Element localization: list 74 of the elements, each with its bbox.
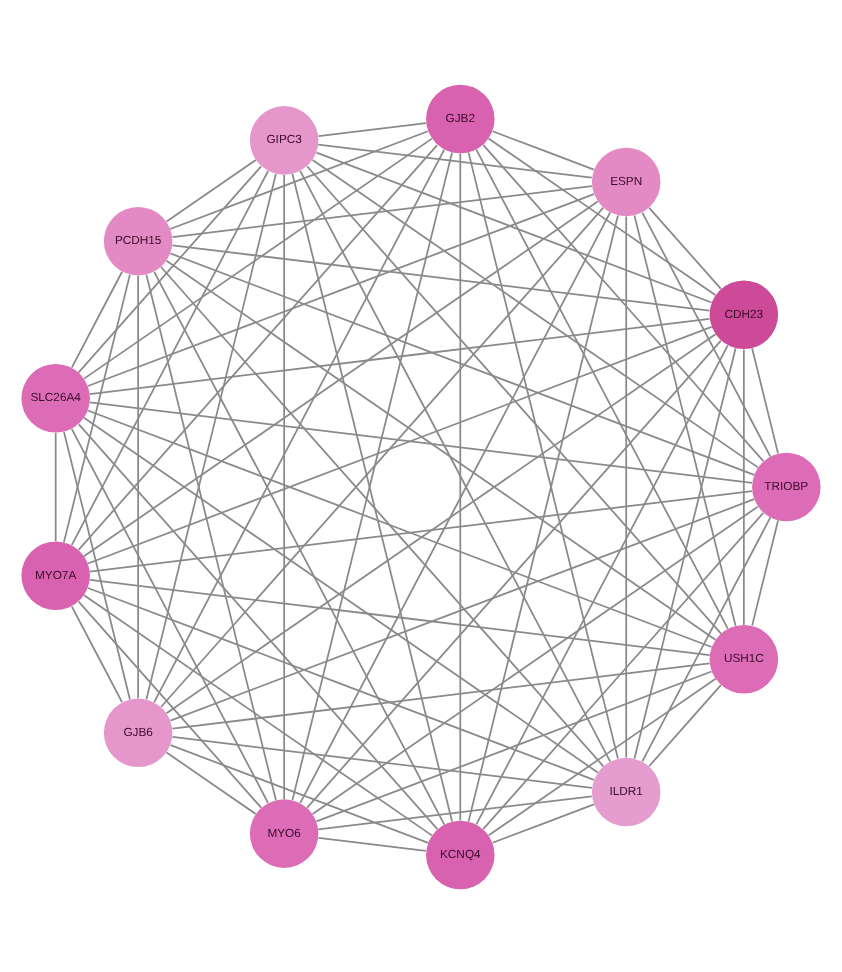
connector	[87, 192, 595, 386]
connector	[77, 164, 263, 373]
connector	[88, 317, 711, 395]
connector	[491, 129, 595, 170]
connector	[77, 422, 439, 830]
connector	[482, 511, 765, 830]
connector	[87, 325, 713, 564]
connector	[283, 173, 286, 800]
connector	[641, 210, 772, 457]
connector	[315, 150, 713, 303]
connector	[317, 142, 593, 178]
connector	[70, 604, 123, 703]
connector	[641, 515, 772, 762]
connector	[751, 518, 779, 626]
connector	[487, 676, 717, 836]
connector	[491, 802, 595, 843]
connector	[633, 346, 737, 759]
connector	[315, 669, 713, 822]
connector	[145, 172, 277, 700]
connector	[648, 205, 722, 289]
connector	[165, 750, 257, 814]
connector	[165, 332, 717, 714]
connector	[160, 205, 605, 707]
connector	[487, 136, 717, 295]
connector	[648, 683, 722, 767]
connector	[70, 426, 269, 803]
connector	[311, 504, 759, 814]
connector	[54, 430, 57, 541]
connector	[171, 661, 711, 729]
connector	[165, 158, 257, 222]
connector	[83, 593, 433, 836]
connector	[153, 147, 446, 703]
connector	[625, 214, 628, 758]
connector	[306, 338, 722, 808]
connector	[169, 251, 756, 475]
connector	[77, 143, 439, 550]
connector	[475, 147, 729, 629]
connector	[165, 258, 717, 640]
connector	[317, 794, 593, 830]
connector	[742, 347, 745, 625]
connector	[169, 743, 430, 843]
connector	[169, 497, 756, 721]
connector	[63, 272, 131, 543]
connector	[70, 169, 269, 545]
connector	[70, 269, 123, 368]
connector	[306, 164, 722, 634]
connector	[153, 269, 446, 825]
connector	[169, 129, 429, 229]
connector	[89, 400, 753, 483]
connector	[317, 121, 427, 137]
connector	[63, 430, 131, 700]
connector	[145, 272, 277, 800]
connector	[467, 150, 619, 759]
connector	[83, 415, 599, 773]
connector	[171, 735, 593, 788]
connector	[171, 243, 711, 311]
connector	[751, 346, 779, 454]
connector	[77, 599, 263, 808]
connector	[171, 184, 593, 237]
connector	[89, 489, 753, 572]
connector	[482, 142, 765, 461]
connector	[633, 213, 737, 626]
connector	[317, 835, 427, 851]
connector	[160, 265, 605, 767]
connector	[83, 136, 433, 379]
connector	[83, 199, 599, 557]
connector	[137, 273, 140, 699]
connector	[89, 578, 711, 655]
connector	[475, 343, 729, 825]
connector	[467, 213, 619, 822]
connector	[459, 151, 462, 821]
connector	[87, 586, 595, 780]
connector	[311, 158, 759, 468]
connector	[87, 408, 713, 647]
